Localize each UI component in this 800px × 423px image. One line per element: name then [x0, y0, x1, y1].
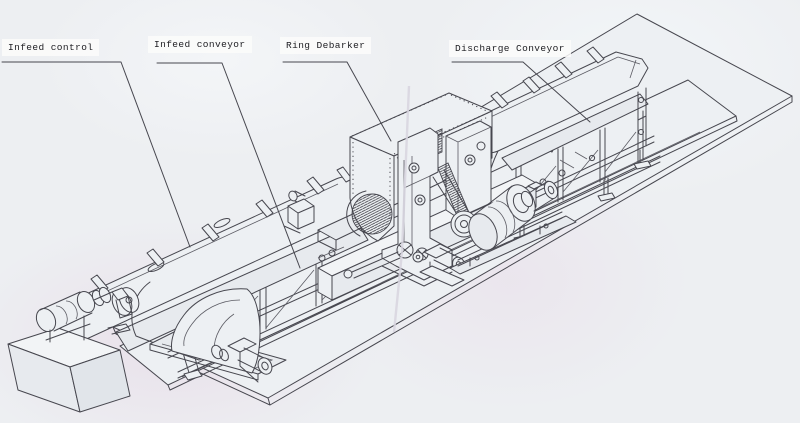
infeed-drive-motor — [228, 338, 274, 382]
ring-debarker-unit — [318, 93, 492, 286]
infeed-control-unit — [8, 286, 130, 412]
label-infeed-conveyor: Infeed conveyor — [148, 36, 252, 53]
infeed-control-motor — [33, 289, 98, 342]
infeed-drive-housing — [150, 289, 286, 382]
mid-bracket-unit — [284, 190, 314, 233]
leader-lines — [2, 62, 590, 268]
label-infeed-control: Infeed control — [2, 39, 100, 56]
label-discharge-conveyor: Discharge Conveyor — [449, 40, 571, 57]
scan-crease — [394, 86, 409, 332]
label-ring-debarker: Ring Debarker — [280, 37, 372, 54]
discharge-drive-motor — [450, 179, 576, 274]
